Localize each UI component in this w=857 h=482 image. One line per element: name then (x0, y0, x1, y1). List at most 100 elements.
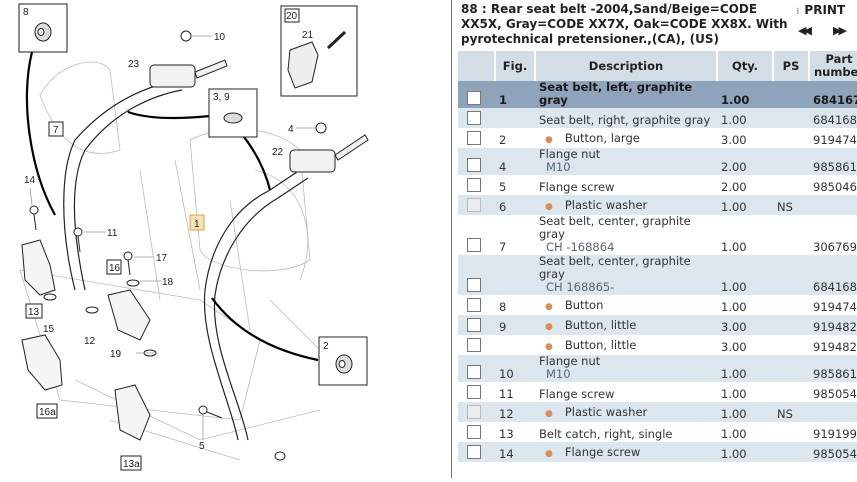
part-number-cell[interactable]: 985861 (809, 148, 857, 175)
description-cell[interactable]: ●Button, large (535, 128, 717, 148)
part-number-cell[interactable]: 985046 (813, 180, 857, 194)
column-header-description[interactable]: Description (534, 51, 717, 81)
description-cell[interactable]: ●Button, little (535, 315, 717, 335)
callout-4[interactable]: 4 (288, 124, 294, 135)
description-cell[interactable]: Seat belt, left, graphite gray (535, 81, 717, 108)
description-cell[interactable]: ●Plastic washer (535, 402, 717, 422)
inset-box-3-9[interactable]: 3, 9 (208, 88, 258, 138)
part-number-cell[interactable]: 985054 (813, 387, 857, 401)
ps-cell: NS (773, 402, 809, 422)
row-checkbox[interactable] (467, 298, 481, 312)
row-checkbox[interactable] (467, 425, 481, 439)
description-cell[interactable]: Seat belt, right, graphite gray (535, 108, 717, 128)
callout-3-9: 3, 9 (213, 92, 230, 103)
row-checkbox[interactable] (467, 318, 481, 332)
row-checkbox[interactable] (467, 178, 481, 192)
description-cell[interactable]: ●Button, little (535, 335, 717, 355)
description-cell[interactable]: Flange screw (535, 175, 717, 195)
column-header-qty[interactable]: Qty. (716, 51, 773, 81)
previous-page-button[interactable]: ◀◀ (798, 24, 812, 37)
part-number-cell[interactable]: 985054 (809, 442, 857, 462)
part-number-cell[interactable]: 985861 (809, 355, 857, 382)
callout-23[interactable]: 23 (128, 59, 140, 70)
inset-box-2[interactable]: 2 (318, 336, 368, 386)
description-cell[interactable]: ●Plastic washer (535, 195, 717, 215)
description-cell[interactable]: ●Button (535, 295, 717, 315)
part-number-cell[interactable]: 6841678 (809, 81, 857, 108)
next-page-button[interactable]: ▶▶ (833, 24, 847, 37)
description-text: Button, little (564, 318, 637, 332)
callout-10[interactable]: 10 (214, 32, 226, 43)
fig-cell: 7 (499, 240, 507, 254)
description-cell[interactable]: Flange screw (535, 382, 717, 402)
part-number-cell[interactable]: 9191997 (813, 427, 857, 441)
callout-17[interactable]: 17 (156, 253, 168, 264)
part-number-cell[interactable] (809, 195, 857, 215)
part-number-cell[interactable]: 9194823 (809, 315, 857, 335)
part-number-cell[interactable]: 30676965 (813, 240, 857, 254)
description-cell[interactable]: ●Flange screw (535, 442, 717, 462)
row-checkbox[interactable] (467, 158, 481, 172)
inset-box-8[interactable]: 8 (18, 3, 68, 53)
callout-16a[interactable]: 16a (39, 407, 56, 418)
column-header-ps[interactable]: PS (772, 51, 809, 81)
callout-13[interactable]: 13 (28, 307, 40, 318)
row-checkbox[interactable] (467, 445, 481, 459)
callout-13a[interactable]: 13a (123, 459, 140, 470)
part-number-cell[interactable] (809, 402, 857, 422)
callout-11[interactable]: 11 (107, 228, 118, 239)
pane-divider[interactable] (451, 0, 452, 478)
callout-12[interactable]: 12 (84, 336, 96, 347)
callout-1-highlighted[interactable]: 1 (194, 219, 200, 230)
callout-7[interactable]: 7 (53, 125, 59, 136)
column-header-part-number[interactable]: Part number (808, 51, 857, 81)
row-checkbox[interactable] (467, 365, 481, 379)
column-header-fig[interactable]: Fig. (494, 51, 535, 81)
row-checkbox[interactable] (467, 238, 481, 252)
row-checkbox[interactable] (467, 385, 481, 399)
part-number-cell[interactable]: 9194823 (813, 340, 857, 354)
row-checkbox[interactable] (467, 111, 481, 125)
row-checkbox[interactable] (467, 131, 481, 145)
plain-callouts: 10 23 4 22 14 11 17 18 15 12 19 5 (24, 32, 294, 452)
row-checkbox[interactable] (467, 278, 481, 292)
callout-5[interactable]: 5 (199, 441, 205, 452)
description-cell[interactable]: Belt catch, right, single (535, 422, 717, 442)
callout-22[interactable]: 22 (272, 147, 284, 158)
callout-16[interactable]: 16 (109, 263, 121, 274)
qty-cell: 1.00 (717, 402, 773, 422)
fig-cell: 11 (499, 387, 514, 401)
row-checkbox[interactable] (467, 91, 481, 105)
inset-box-20[interactable]: 20 21 (280, 5, 358, 97)
callout-18[interactable]: 18 (162, 277, 174, 288)
part-number-cell[interactable]: 6841680 (809, 108, 857, 128)
callout-14[interactable]: 14 (24, 175, 36, 186)
callout-19[interactable]: 19 (110, 349, 122, 360)
callout-15[interactable]: 15 (43, 324, 55, 335)
print-button[interactable]: ⁝PRINT (796, 3, 845, 17)
row-checkbox[interactable] (467, 338, 481, 352)
